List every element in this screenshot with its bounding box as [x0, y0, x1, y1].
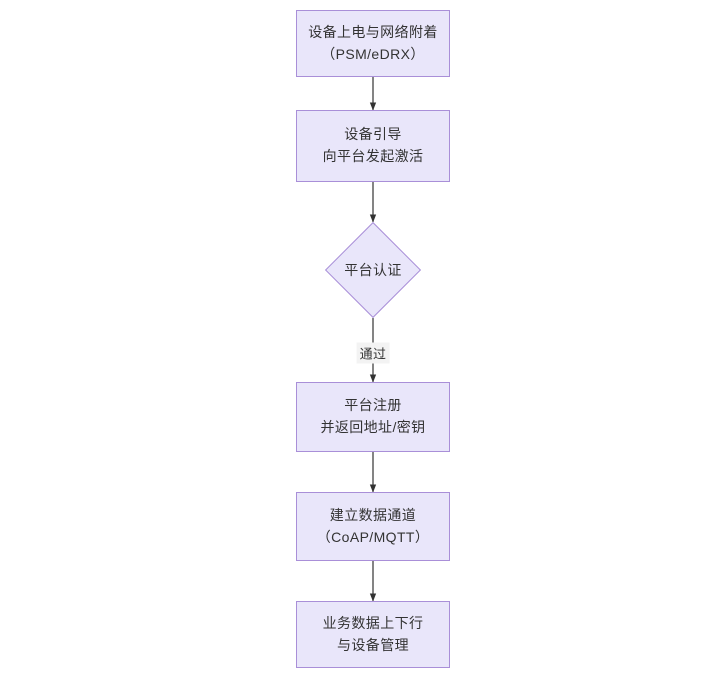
flow-node-platform-registration[interactable]: 平台注册 并返回地址/密钥 [296, 382, 450, 452]
edge-label-pass: 通过 [356, 342, 390, 364]
flow-node-line: 业务数据上下行 [322, 614, 424, 631]
flow-node-line: （PSM/eDRX） [321, 45, 425, 62]
flow-decision-platform-auth[interactable]: 平台认证 [324, 221, 422, 319]
flow-node-business-data[interactable]: 业务数据上下行 与设备管理 [296, 601, 450, 668]
flow-node-line: 平台认证 [344, 262, 402, 278]
flow-node-line: 向平台发起激活 [322, 148, 424, 164]
flow-node-line: 设备上电与网络附着 [308, 23, 438, 40]
flow-node-line: （CoAP/MQTT） [316, 528, 430, 545]
flow-node-line: 平台注册 [344, 397, 402, 414]
flow-node-data-channel[interactable]: 建立数据通道 （CoAP/MQTT） [296, 492, 450, 561]
flow-node-line: 并返回地址/密钥 [320, 419, 426, 435]
flow-node-device-power-on[interactable]: 设备上电与网络附着 （PSM/eDRX） [296, 10, 450, 77]
flow-node-line: 设备引导 [344, 126, 402, 143]
flow-node-line: 建立数据通道 [329, 506, 417, 523]
flow-node-line: 与设备管理 [337, 636, 409, 653]
flow-node-device-bootstrap[interactable]: 设备引导 向平台发起激活 [296, 110, 450, 182]
